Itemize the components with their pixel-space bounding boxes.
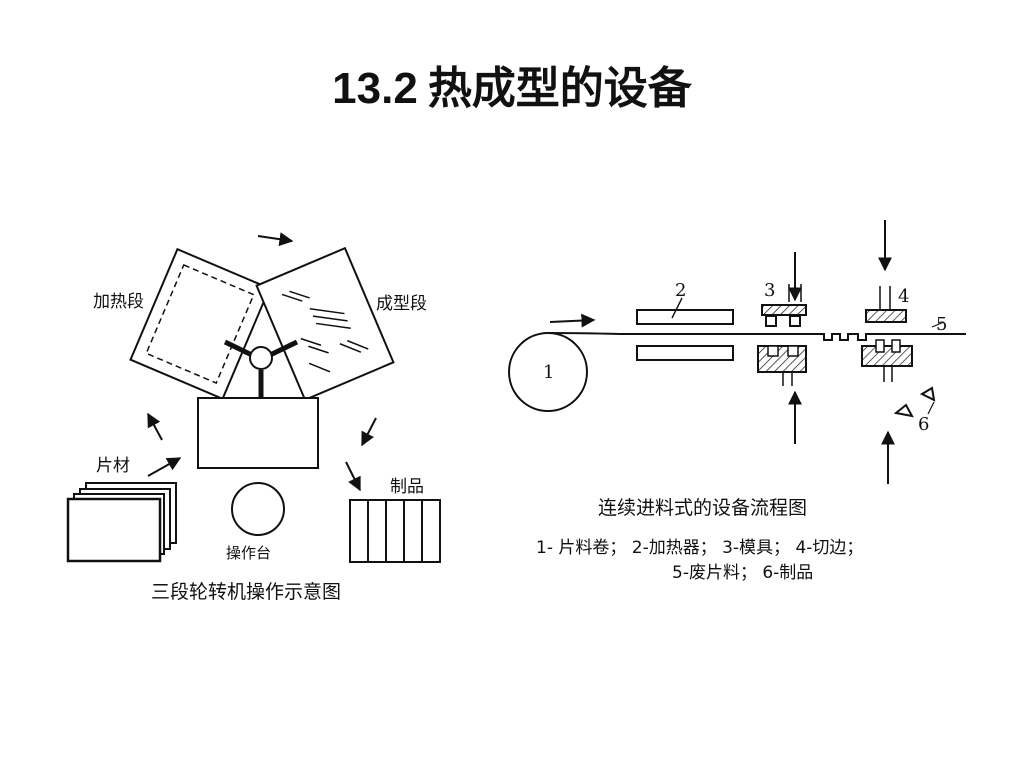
label-product: 制品: [390, 477, 424, 497]
num-mold: 3: [764, 280, 775, 301]
left-caption: 三段轮转机操作示意图: [151, 581, 341, 603]
heater-upper: [636, 309, 734, 325]
legend-line-1: 1- 片料卷； 2-加热器； 3-模具； 4-切边；: [536, 538, 863, 558]
formed-sheet: [818, 333, 966, 341]
legend-line-2: 5-废片料； 6-制品: [672, 563, 813, 583]
sheet-stack: [66, 482, 177, 563]
title-number: 13.2: [332, 64, 418, 113]
rotation-arrow-left: [147, 412, 163, 441]
trim-lower-block: [861, 345, 913, 367]
label-console: 操作台: [226, 544, 271, 562]
machine-base: [197, 397, 319, 469]
rotation-arrow-top: [257, 232, 294, 247]
num-roll: 1: [543, 362, 554, 383]
rotary-hub: [249, 346, 273, 370]
rotary-machine-diagram: [66, 232, 441, 563]
sheet-line: [547, 332, 818, 335]
console-circle: [231, 482, 285, 536]
num-trim: 4: [898, 286, 909, 307]
mold-upper-plate: [761, 304, 807, 316]
product-out-arrow: [345, 461, 361, 492]
rotation-arrow-right: [361, 417, 377, 447]
label-forming: 成型段: [376, 294, 427, 314]
num-heater: 2: [675, 280, 686, 301]
forming-station-panel: [255, 246, 395, 402]
continuous-feed-diagram: [508, 220, 966, 484]
product-stack: [349, 499, 441, 563]
num-product: 6: [918, 414, 929, 435]
mold-lower: [757, 345, 807, 373]
trim-upper-block: [865, 309, 907, 323]
right-caption: 连续进料式的设备流程图: [598, 497, 807, 519]
title-text: 热成型的设备: [427, 63, 692, 114]
sheet-feed-arrow: [147, 457, 182, 477]
product-piece-1: [893, 403, 914, 418]
label-sheet: 片材: [96, 456, 130, 476]
label-heating: 加热段: [93, 292, 144, 312]
heater-lower: [636, 345, 734, 361]
feed-arrow: [549, 313, 596, 328]
num-scrap: 5: [936, 314, 947, 335]
product-piece-2: [919, 386, 936, 402]
heating-station-panel: [129, 247, 271, 401]
